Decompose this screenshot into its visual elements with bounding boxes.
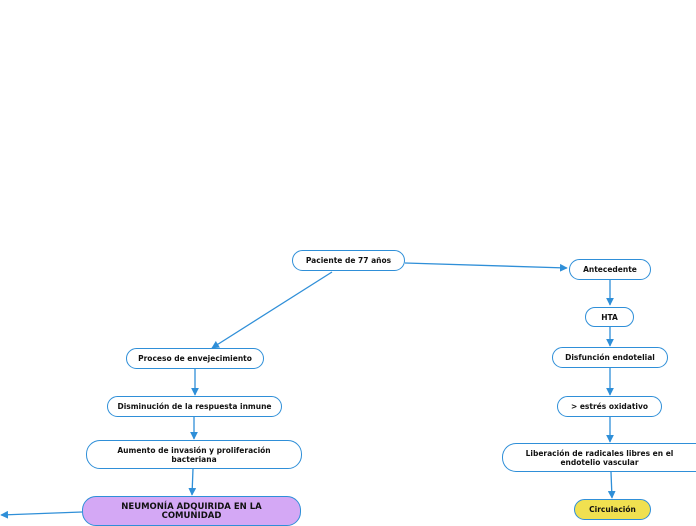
- node-paciente-label: Paciente de 77 años: [305, 256, 392, 265]
- node-estres[interactable]: > estrés oxidativo: [557, 396, 662, 417]
- node-circulacion[interactable]: Circulación: [574, 499, 651, 520]
- node-neumonia-label: NEUMONÍA ADQUIRIDA EN LA COMUNIDAD: [121, 502, 262, 521]
- edge-liberacion-circulacion: [607, 471, 616, 499]
- node-antecedente-label: Antecedente: [583, 265, 637, 274]
- node-liberacion-label: Liberación de radicales libres en el end…: [525, 448, 674, 467]
- node-disminucion-label: Disminución de la respuesta inmune: [117, 402, 272, 411]
- node-hta-label: HTA: [601, 312, 618, 322]
- node-envejecimiento[interactable]: Proceso de envejecimiento: [126, 348, 264, 369]
- node-disminucion[interactable]: Disminución de la respuesta inmune: [107, 396, 282, 417]
- node-neumonia[interactable]: NEUMONÍA ADQUIRIDA EN LA COMUNIDAD: [82, 496, 301, 526]
- node-estres-label: > estrés oxidativo: [570, 402, 649, 411]
- edge-aumento-neumonia: [188, 468, 197, 496]
- node-aumento-label: Aumento de invasión y proliferación bact…: [117, 445, 271, 464]
- node-envejecimiento-label: Proceso de envejecimiento: [138, 354, 252, 363]
- node-antecedente[interactable]: Antecedente: [569, 259, 651, 280]
- edge-neumonia-offscreen: [0, 510, 83, 519]
- node-disfuncion-label: Disfunción endotelial: [565, 353, 655, 362]
- node-disfuncion[interactable]: Disfunción endotelial: [552, 347, 668, 368]
- node-circulacion-label: Circulación: [589, 505, 636, 514]
- node-paciente[interactable]: Paciente de 77 años: [292, 250, 405, 271]
- node-liberacion[interactable]: Liberación de radicales libres en el end…: [502, 443, 696, 472]
- edge-paciente-antecedente: [404, 262, 568, 272]
- edge-paciente-envejecimiento: [211, 271, 333, 349]
- node-hta[interactable]: HTA: [585, 307, 634, 327]
- node-aumento[interactable]: Aumento de invasión y proliferación bact…: [86, 440, 302, 469]
